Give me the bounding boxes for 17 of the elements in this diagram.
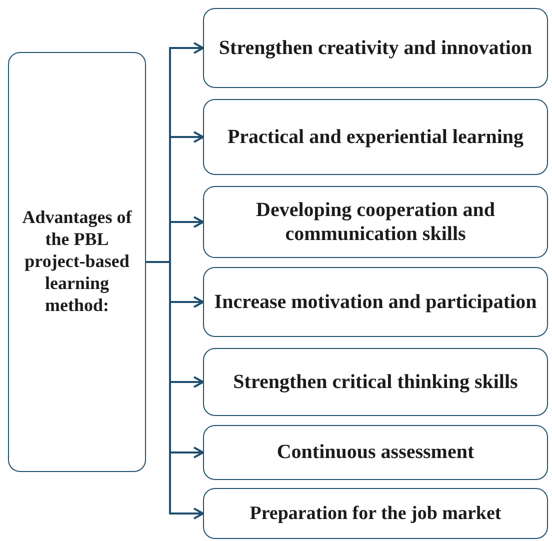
advantage-box: [203, 99, 548, 175]
advantage-text: Strengthen creativity and innovation: [218, 36, 532, 60]
advantage-box: [203, 8, 548, 88]
advantage-text: Strengthen critical thinking skills: [233, 370, 518, 394]
advantage-text: Developing cooperation and communication skills: [255, 198, 496, 246]
advantage-text: Practical and experiential learning: [227, 124, 524, 150]
advantage-box: [203, 267, 548, 337]
topic-box: [8, 52, 146, 472]
advantage-text: Increase motivation and participation: [214, 290, 537, 314]
advantage-box: [203, 186, 548, 258]
advantage-text: Preparation for the job market: [250, 502, 502, 526]
advantage-box: [203, 488, 548, 539]
topic-text: Advantages of the PBL project-based learning method:: [21, 207, 133, 317]
advantage-box: [203, 425, 548, 480]
advantage-box: [203, 348, 548, 416]
connector-arrow: [146, 261, 204, 520]
advantage-text: Continuous assessment: [276, 440, 474, 465]
